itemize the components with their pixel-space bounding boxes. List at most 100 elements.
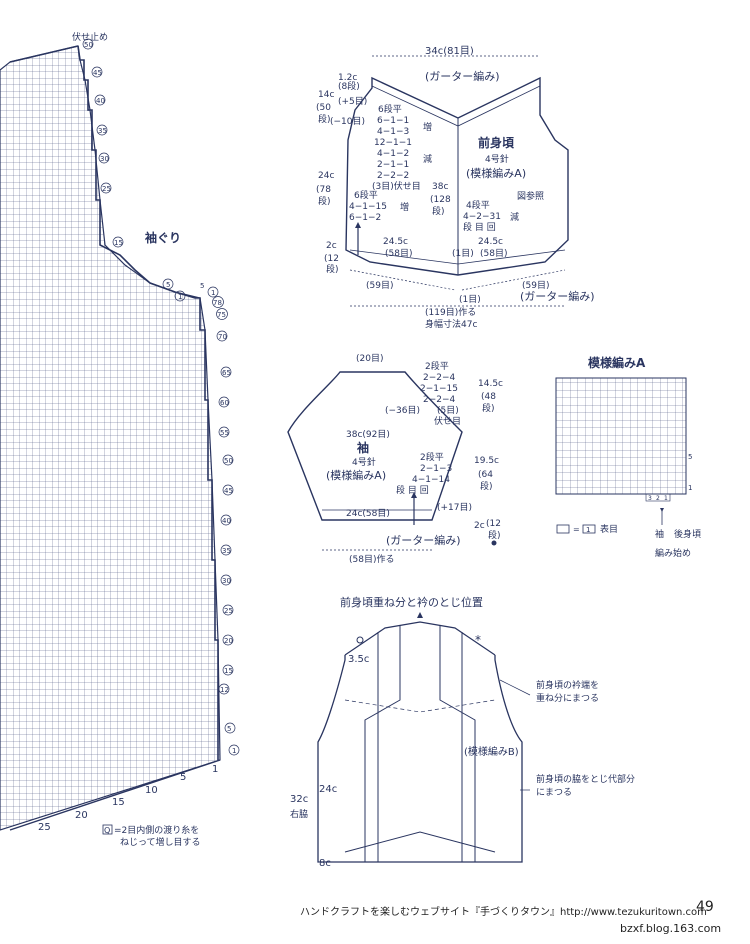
- dim-label: 段): [318, 113, 331, 125]
- dim-label: 14c: [318, 90, 334, 100]
- dim-label: (−10目): [330, 116, 365, 127]
- pattern-label: (模様編みA): [466, 166, 526, 180]
- see-chart-label: 図参照: [517, 190, 544, 202]
- dim-label: (48: [481, 392, 496, 402]
- dec-line: 2−2−2: [377, 171, 409, 181]
- increase-label: 増: [400, 201, 409, 213]
- back-edge-label: 後身頃: [674, 528, 701, 540]
- needle-label: 4号針: [352, 456, 376, 468]
- col-num: 1: [664, 495, 668, 502]
- row-mark: 35: [222, 547, 231, 555]
- sleeve-title: 袖: [357, 440, 369, 455]
- cast-on-label: (119目)作る: [425, 306, 476, 318]
- legend-symbol-box: [102, 824, 113, 835]
- garter-label: (ガーター編み): [386, 533, 461, 547]
- dim-label: 24.5c: [478, 237, 503, 247]
- row-num: 5: [688, 453, 692, 461]
- row-mark: 45: [224, 487, 233, 495]
- row-mark: 78: [213, 299, 222, 307]
- front-bodice-outline: [345, 76, 569, 276]
- dim-label: 14.5c: [478, 379, 503, 389]
- col-num: 3: [648, 495, 652, 502]
- dim-label: (12: [486, 519, 501, 529]
- dim-label: (78: [316, 185, 331, 195]
- dec-line: 6段平: [378, 103, 402, 115]
- dim-label: 24.5c: [383, 237, 408, 247]
- dim-label: 2c: [474, 521, 485, 531]
- sleeve-cap-lines: 2段平 2−2−4 2−1−15 2−2−4 (5目) 伏せ目: [420, 360, 461, 427]
- dim-label: 段): [432, 205, 445, 217]
- legend-empty-box: [556, 524, 570, 534]
- dec-line: 12−1−1: [374, 138, 412, 148]
- dim-label: 24c: [319, 784, 337, 795]
- sleeve-outline: [287, 371, 463, 521]
- front-right-lines: 4段平 4−2−31 段 目 回: [463, 199, 501, 233]
- dim-label: (59目): [522, 280, 549, 291]
- col-mark: 25: [38, 822, 51, 833]
- assembly-note: 前身頃の衿端を: [536, 679, 599, 691]
- assembly-diagram: 前身頃重ね分と衿のとじ位置 * 3.5c 前身頃の衿端を 重ね分にまつる (模様…: [290, 595, 635, 869]
- right-line: 4−2−31: [463, 212, 501, 222]
- col-mark: 1: [212, 764, 218, 775]
- row-num: 1: [688, 484, 692, 492]
- center-marker-icon: [417, 612, 423, 618]
- assembly-note: 重ね分にまつる: [536, 692, 599, 704]
- dim-label: (+17目): [437, 502, 472, 513]
- asterisk-mark-icon: *: [475, 633, 481, 647]
- row-mark: 40: [96, 97, 105, 105]
- dim-label: (59目): [366, 280, 393, 291]
- inc-line: 6段平: [354, 189, 378, 201]
- dim-label: (−36目): [385, 405, 420, 416]
- dim-label: (128: [430, 195, 451, 205]
- sleeve-edge-label: 袖: [655, 528, 664, 540]
- inc-line: 2−1−3: [420, 464, 452, 474]
- dim-label: 段): [326, 263, 339, 275]
- row-mark: 70: [218, 333, 227, 341]
- dim-label: (12: [324, 254, 339, 264]
- dim-label: (+5目): [338, 96, 367, 107]
- cap-line: 2−2−4: [423, 373, 456, 383]
- dim-label: 3.5c: [348, 654, 369, 665]
- dim-label: 1.2c: [338, 73, 357, 83]
- row-mark: 15: [224, 667, 233, 675]
- side-label: 右脇: [290, 808, 308, 820]
- body-width-label: 身幅寸法47c: [425, 318, 477, 330]
- legend-text: =2目内側の渡り糸を: [114, 824, 199, 836]
- pattern-b-label: (模様編みB): [464, 745, 519, 758]
- footer-text: ハンドクラフトを楽しむウェブサイト『手づくりタウン』http://www.tez…: [300, 907, 707, 918]
- row-mark: 50: [224, 457, 233, 465]
- assembly-note: 前身頃の脇をとじ代部分: [536, 773, 635, 785]
- col-mark: 15: [112, 797, 125, 808]
- dim-label: 段): [482, 402, 495, 414]
- needle-label: 4号針: [485, 153, 509, 165]
- decrease-label: 減: [510, 211, 519, 223]
- row-mark: 35: [98, 127, 107, 135]
- cap-line: (5目): [437, 405, 459, 416]
- inc-line: 4−1−14: [412, 475, 450, 485]
- dim-label: (58目): [385, 248, 412, 259]
- pattern-a-chart: 模様編みA 5 1 3 2 1 = 1 表目 袖 後身頃 編み始め: [555, 355, 701, 559]
- row-mark: 50: [84, 41, 93, 49]
- inc-line: 4−1−15: [349, 202, 387, 212]
- inc-line: 6−1−2: [349, 213, 381, 223]
- dec-line: 4−1−2: [377, 149, 409, 159]
- dec-line: 2−1−1: [377, 160, 409, 170]
- row-mark: 5: [227, 725, 231, 733]
- row-mark: 65: [222, 369, 231, 377]
- dim-label: 段): [480, 480, 493, 492]
- front-title: 前身頃: [478, 135, 515, 150]
- chart-grid-area: [0, 45, 221, 831]
- chart-col-marks: 25 20 15 10 5 1: [38, 764, 218, 833]
- dim-label: (1目): [459, 294, 481, 305]
- dec-line: 6−1−1: [377, 116, 409, 126]
- blog-watermark: bzxf.blog.163.com: [620, 922, 722, 935]
- dim-label: (8段): [338, 80, 360, 92]
- dim-label: 8c: [319, 858, 331, 869]
- dim-label: 段): [318, 195, 331, 207]
- row-mark: 15: [114, 239, 123, 247]
- col-mark: 10: [145, 785, 158, 796]
- sleeve-schematic: (20目) 2段平 2−2−4 2−1−15 2−2−4 (5目) 伏せ目 (−…: [287, 353, 503, 565]
- increase-label: 増: [423, 121, 432, 133]
- col-mark: 5: [180, 772, 186, 783]
